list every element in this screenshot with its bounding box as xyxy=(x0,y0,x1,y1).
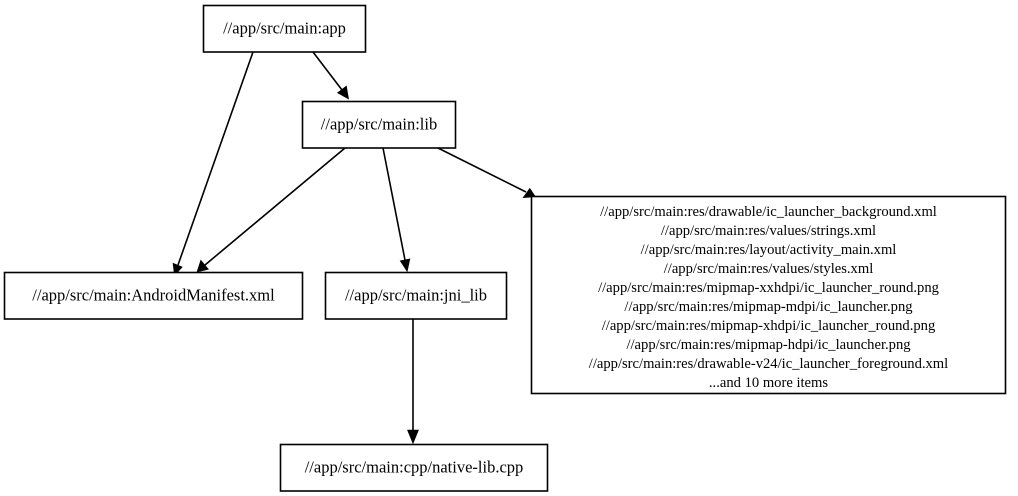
node-resources-line-2: //app/src/main:res/values/strings.xml xyxy=(661,223,876,239)
edge-app-to-manifest xyxy=(172,51,254,277)
edge-line xyxy=(312,51,343,91)
arrowhead-icon xyxy=(196,259,209,273)
node-native-lib-box[interactable] xyxy=(279,443,549,492)
edge-jni-lib-to-native-lib xyxy=(407,318,419,445)
node-androidmanifest[interactable]: //app/src/main:AndroidManifest.xml xyxy=(3,271,304,320)
node-jni-lib[interactable]: //app/src/main:jni_lib xyxy=(324,271,508,320)
edge-lib-to-jni-lib xyxy=(382,147,411,273)
node-jni-lib-box[interactable] xyxy=(324,271,508,320)
node-androidmanifest-box[interactable] xyxy=(3,271,304,320)
node-resources-line-8: //app/src/main:res/mipmap-hdpi/ic_launch… xyxy=(626,337,911,353)
node-jni-lib-label: //app/src/main:jni_lib xyxy=(345,285,487,304)
node-resources-line-9: //app/src/main:res/drawable-v24/ic_launc… xyxy=(589,356,948,372)
arrowhead-icon xyxy=(407,429,419,445)
node-lib-box[interactable] xyxy=(301,100,457,149)
node-native-lib[interactable]: //app/src/main:cpp/native-lib.cpp xyxy=(279,443,549,492)
node-resources-line-7: //app/src/main:res/mipmap-xhdpi/ic_launc… xyxy=(602,318,936,334)
node-resources-line-3: //app/src/main:res/layout/activity_main.… xyxy=(641,242,897,258)
node-app-label: //app/src/main:app xyxy=(223,18,346,37)
edge-line xyxy=(177,51,254,266)
edge-app-to-lib xyxy=(312,51,350,100)
node-app[interactable]: //app/src/main:app xyxy=(202,4,367,53)
node-resources-line-5: //app/src/main:res/mipmap-xxhdpi/ic_laun… xyxy=(598,280,940,296)
arrowhead-icon xyxy=(399,258,411,273)
node-androidmanifest-label: //app/src/main:AndroidManifest.xml xyxy=(32,285,275,304)
node-resources-line-10: ...and 10 more items xyxy=(709,375,828,391)
arrowhead-icon xyxy=(336,85,350,100)
edge-line xyxy=(204,147,346,266)
node-lib-label: //app/src/main:lib xyxy=(321,114,437,133)
node-resources-line-1: //app/src/main:res/drawable/ic_launcher_… xyxy=(600,204,937,220)
edge-lib-to-resources xyxy=(437,147,537,198)
node-native-lib-label: //app/src/main:cpp/native-lib.cpp xyxy=(305,457,524,476)
node-resources-line-6: //app/src/main:res/mipmap-mdpi/ic_launch… xyxy=(624,299,913,315)
edge-line xyxy=(382,147,406,261)
node-resources[interactable]: //app/src/main:res/drawable/ic_launcher_… xyxy=(530,195,1007,395)
node-lib[interactable]: //app/src/main:lib xyxy=(301,100,457,149)
node-app-box[interactable] xyxy=(202,4,367,53)
edge-lib-to-manifest xyxy=(196,147,346,273)
node-resources-box[interactable] xyxy=(530,195,1007,395)
node-resources-line-4: //app/src/main:res/values/styles.xml xyxy=(664,261,874,277)
arrowhead-icon xyxy=(522,187,537,198)
edge-line xyxy=(437,147,527,193)
